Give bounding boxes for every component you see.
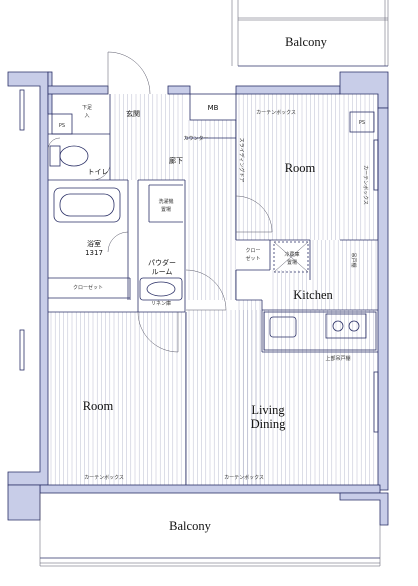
toilet-fixture — [49, 145, 89, 167]
counter-label: カウンター — [183, 135, 208, 142]
kitchen-counter — [263, 311, 377, 351]
door-swings — [47, 51, 273, 353]
floor-hatching — [50, 94, 379, 485]
ps-left-label: PS — [59, 123, 65, 129]
top-balcony — [231, 0, 389, 67]
interior-walls — [48, 94, 378, 485]
rouka-label: 廊下 — [169, 156, 183, 165]
washer-label-1: 洗濯機 — [158, 198, 173, 205]
curtain-box-bottom-left-label: カーテンボックス — [84, 474, 124, 481]
geta-label-1: 下足 — [82, 105, 92, 111]
bathtub — [53, 187, 121, 223]
fridge-label-1: 冷蔵庫 — [284, 251, 299, 258]
kitchen-label: Kitchen — [293, 288, 333, 302]
closet-left-label: クローゼット — [73, 284, 103, 291]
ps-boxes — [51, 111, 375, 135]
linen-cabinet-label: リネン庫 — [151, 300, 171, 307]
closet-kitchen-label-1: クロー — [245, 248, 260, 254]
upper-cabinet-label: 上部吊戸棚 — [325, 355, 350, 362]
fridge-space — [273, 241, 309, 273]
washer-label-2: 置場 — [161, 206, 171, 213]
mb-box — [189, 93, 237, 121]
balcony-bottom-label: Balcony — [169, 519, 211, 533]
powder-label-2: ルーム — [152, 268, 173, 276]
bottom-balcony — [39, 493, 381, 567]
bath-label-1: 浴室 — [87, 239, 101, 248]
curtain-box-bottom-right-label: カーテンボックス — [224, 474, 264, 481]
balcony-top-label: Balcony — [285, 35, 327, 49]
curtain-box-side-label: カーテンボックス — [362, 165, 369, 205]
dining-label: Dining — [251, 417, 286, 431]
bath-label-2: 1317 — [85, 249, 103, 257]
curtain-box-top-label: カーテンボックス — [256, 109, 296, 116]
powder-label-1: パウダー — [148, 258, 176, 267]
closet-kitchen-label-2: ゼット — [245, 255, 260, 262]
geta-label-2: 入 — [84, 113, 89, 119]
ps-right-label: PS — [359, 120, 365, 126]
sliding-door-label: スライディングドア — [238, 138, 245, 183]
genkan-label: 玄関 — [126, 109, 140, 118]
room-lower-label: Room — [83, 399, 114, 413]
room-upper-label: Room — [285, 161, 316, 175]
hood-label: 吊戸棚 — [350, 252, 357, 267]
fridge-label-2: 置場 — [287, 259, 297, 266]
mb-label: MB — [208, 104, 219, 112]
living-label: Living — [251, 403, 285, 417]
washbasin — [139, 277, 183, 301]
windows — [19, 89, 379, 433]
toilet-label: トイレ — [88, 168, 109, 176]
outer-walls — [7, 71, 389, 526]
